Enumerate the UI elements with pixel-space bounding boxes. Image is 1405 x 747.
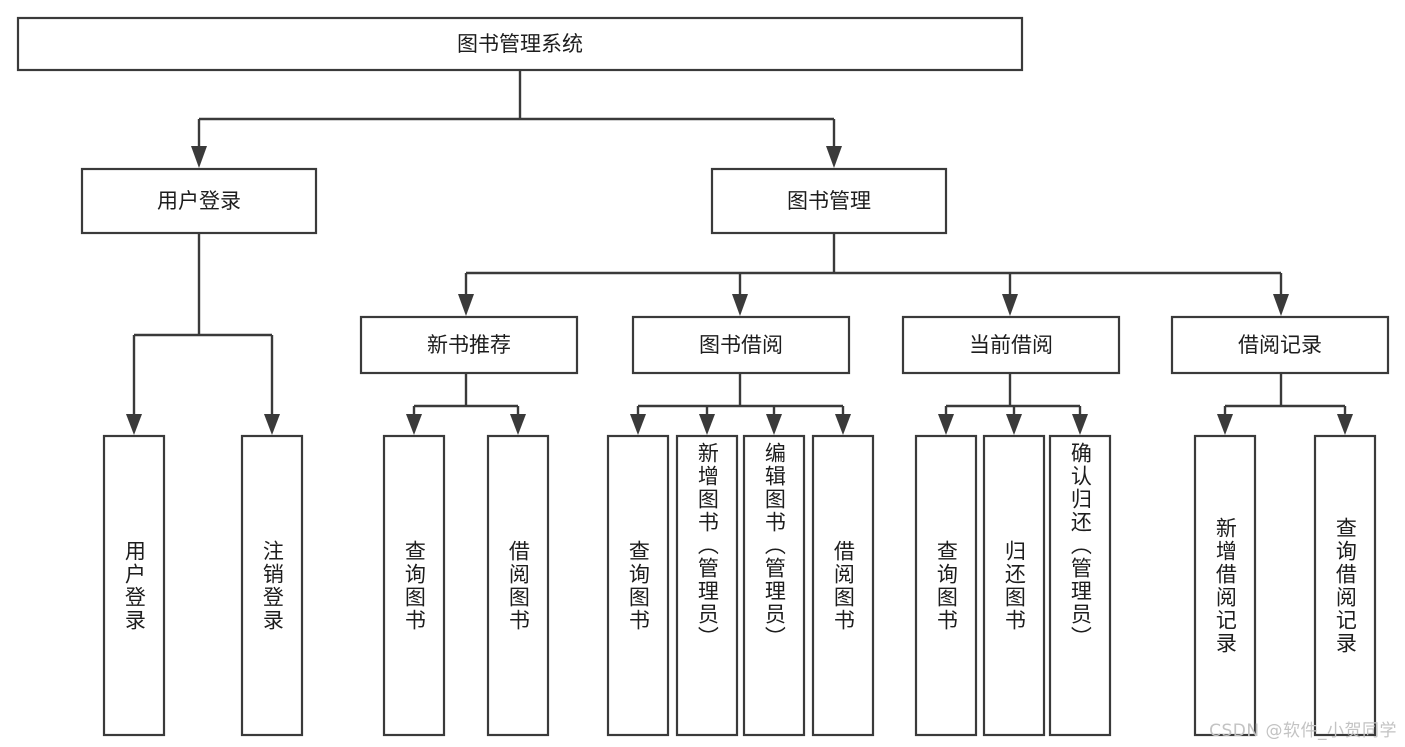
node-current-borrow[interactable]: 当前借阅: [901, 315, 1121, 375]
arrow-head-leaf-logout-login: [264, 414, 280, 435]
node-borrow-record[interactable]: 借阅记录: [1170, 315, 1390, 375]
node-user-login-box[interactable]: [80, 167, 318, 235]
leaf-borrow-book-1-box[interactable]: [486, 434, 550, 737]
node-current-borrow-label: 当前借阅: [969, 333, 1053, 357]
leaf-boxes: [102, 434, 1377, 737]
node-new-book-recommend[interactable]: 新书推荐: [359, 315, 579, 375]
leaf-return-book-box[interactable]: [982, 434, 1046, 737]
node-borrow-record-label: 借阅记录: [1238, 333, 1322, 357]
connector-group-user-login: [126, 233, 280, 435]
node-root[interactable]: 图书管理系统: [16, 16, 1024, 72]
node-book-manage-label: 图书管理: [787, 189, 871, 213]
connector-group-book-manage: [458, 233, 1289, 316]
node-user-login[interactable]: 用户登录: [80, 167, 318, 235]
arrow-head-book-manage: [826, 146, 842, 168]
node-borrow-record-box[interactable]: [1170, 315, 1390, 375]
leaf-query-record-box[interactable]: [1313, 434, 1377, 737]
leaf-logout-login-box[interactable]: [240, 434, 304, 737]
arrow-head-leaf-add-record: [1217, 414, 1233, 435]
arrow-head-leaf-query-book-3: [938, 414, 954, 435]
node-new-book-recommend-box[interactable]: [359, 315, 579, 375]
arrow-head-borrow-record: [1273, 294, 1289, 316]
leaf-query-book-2-box[interactable]: [606, 434, 670, 737]
node-book-manage[interactable]: 图书管理: [710, 167, 948, 235]
node-new-book-recommend-label: 新书推荐: [427, 333, 511, 357]
arrow-head-leaf-borrow-book-2: [835, 414, 851, 435]
leaf-query-book-3-box[interactable]: [914, 434, 978, 737]
node-book-borrow-box[interactable]: [631, 315, 851, 375]
leaf-borrow-book-2-box[interactable]: [811, 434, 875, 737]
arrow-head-leaf-edit-book: [766, 414, 782, 435]
arrow-head-leaf-query-book-2: [630, 414, 646, 435]
node-current-borrow-box[interactable]: [901, 315, 1121, 375]
arrow-head-user-login: [191, 146, 207, 168]
watermark-text: CSDN @软件_小贺同学: [1209, 721, 1397, 741]
arrow-head-leaf-borrow-book-1: [510, 414, 526, 435]
node-book-borrow-label: 图书借阅: [699, 333, 783, 357]
connector-group-current-borrow: [938, 373, 1088, 435]
arrow-head-leaf-query-book-1: [406, 414, 422, 435]
node-root-label: 图书管理系统: [457, 32, 583, 56]
arrow-head-leaf-return-book: [1006, 414, 1022, 435]
node-book-manage-box[interactable]: [710, 167, 948, 235]
leaf-edit-book-box[interactable]: [742, 434, 806, 737]
arrow-head-leaf-query-record: [1337, 414, 1353, 435]
node-user-login-label: 用户登录: [157, 189, 241, 213]
arrow-head-new-book-recommend: [458, 294, 474, 316]
connector-group-new-book-recommend: [406, 373, 526, 435]
leaf-confirm-return-box[interactable]: [1048, 434, 1112, 737]
node-root-box[interactable]: [16, 16, 1024, 72]
leaf-query-book-1-box[interactable]: [382, 434, 446, 737]
arrow-head-leaf-confirm-return: [1072, 414, 1088, 435]
leaf-user-login-box[interactable]: [102, 434, 166, 737]
arrow-head-current-borrow: [1002, 294, 1018, 316]
arrow-head-leaf-add-book: [699, 414, 715, 435]
connector-group-borrow-record: [1217, 373, 1353, 435]
node-book-borrow[interactable]: 图书借阅: [631, 315, 851, 375]
connector-group-book-borrow: [630, 373, 851, 435]
connector-group-root: [191, 70, 842, 168]
arrow-head-leaf-user-login: [126, 414, 142, 435]
leaf-add-record-box[interactable]: [1193, 434, 1257, 737]
arrow-head-book-borrow: [732, 294, 748, 316]
leaf-add-book-box[interactable]: [675, 434, 739, 737]
